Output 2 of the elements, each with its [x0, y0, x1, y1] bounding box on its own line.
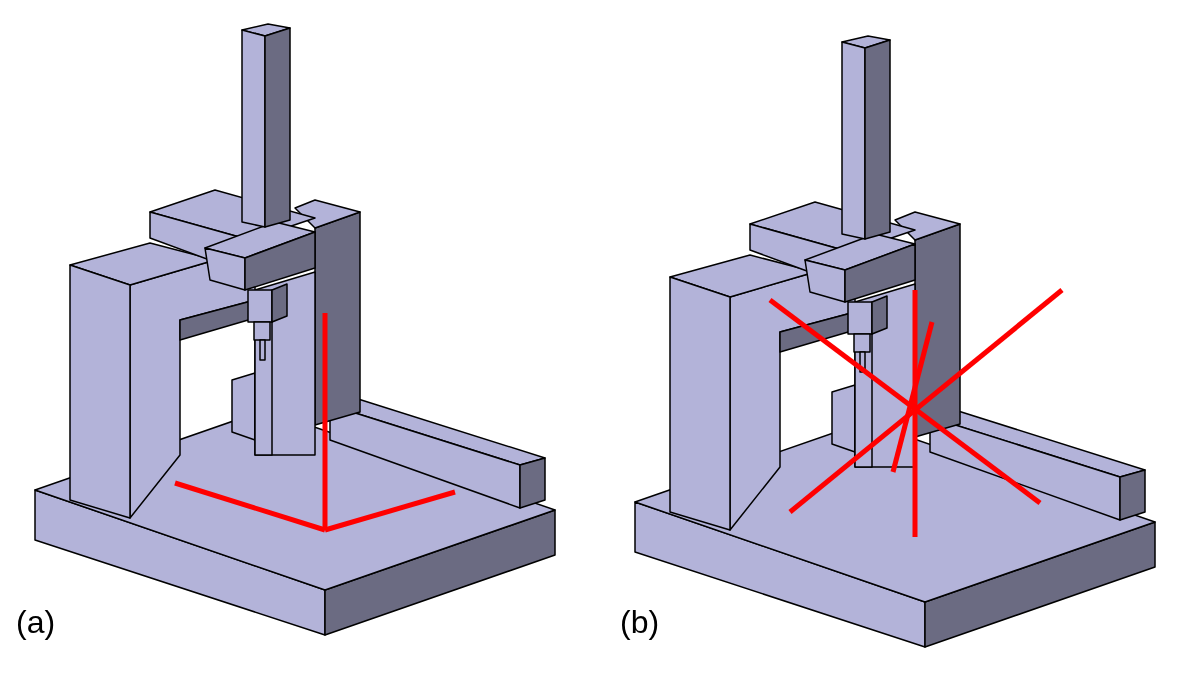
- panel-label: (b): [620, 606, 660, 638]
- panel-label: (a): [16, 606, 56, 638]
